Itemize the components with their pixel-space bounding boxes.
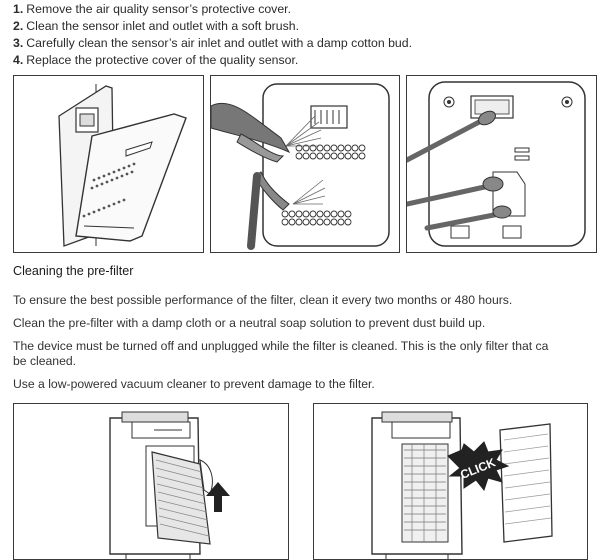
prefilter-removal-illustration: [109, 411, 230, 559]
section-heading: Cleaning the pre-filter: [13, 264, 134, 278]
step-1: 1.Remove the air quality sensor’s protec…: [13, 1, 598, 18]
prefilter-click-illustration: CLICK: [371, 411, 553, 559]
step-text: Clean the sensor inlet and outlet with a…: [26, 19, 300, 33]
step-4: 4.Replace the protective cover of the qu…: [13, 52, 598, 69]
step-text: Carefully clean the sensor’s air inlet a…: [26, 36, 413, 50]
step-number: 1.: [13, 2, 24, 16]
step-number: 3.: [13, 36, 24, 50]
step-2: 2.Clean the sensor inlet and outlet with…: [13, 18, 598, 35]
step-number: 4.: [13, 53, 24, 67]
step-3: 3.Carefully clean the sensor’s air inlet…: [13, 35, 598, 52]
step-text: Remove the air quality sensor’s protecti…: [26, 2, 292, 16]
sensor-brush-illustration: [211, 83, 390, 250]
sensor-cleaning-steps: 1.Remove the air quality sensor’s protec…: [13, 1, 598, 69]
paragraph-cleaning-interval: To ensure the best possible performance …: [13, 293, 513, 307]
figure-replace-prefilter: CLICK: [313, 403, 588, 560]
step-number: 2.: [13, 19, 24, 33]
step-text: Replace the protective cover of the qual…: [26, 53, 299, 67]
figure-remove-prefilter: [13, 403, 289, 560]
cotton-bud-illustration: [407, 81, 586, 247]
figure-remove-sensor-cover: [13, 75, 204, 253]
figure-cotton-bud-cleaning: [406, 75, 597, 253]
paragraph-damp-cloth: Clean the pre-filter with a damp cloth o…: [13, 316, 486, 330]
sensor-cover-illustration: [58, 84, 187, 247]
paragraph-unplug-warning: The device must be turned off and unplug…: [13, 339, 549, 353]
figure-brush-sensor: [210, 75, 400, 253]
paragraph-vacuum: Use a low-powered vacuum cleaner to prev…: [13, 377, 375, 391]
paragraph-unplug-warning-continued: be cleaned.: [13, 354, 77, 368]
